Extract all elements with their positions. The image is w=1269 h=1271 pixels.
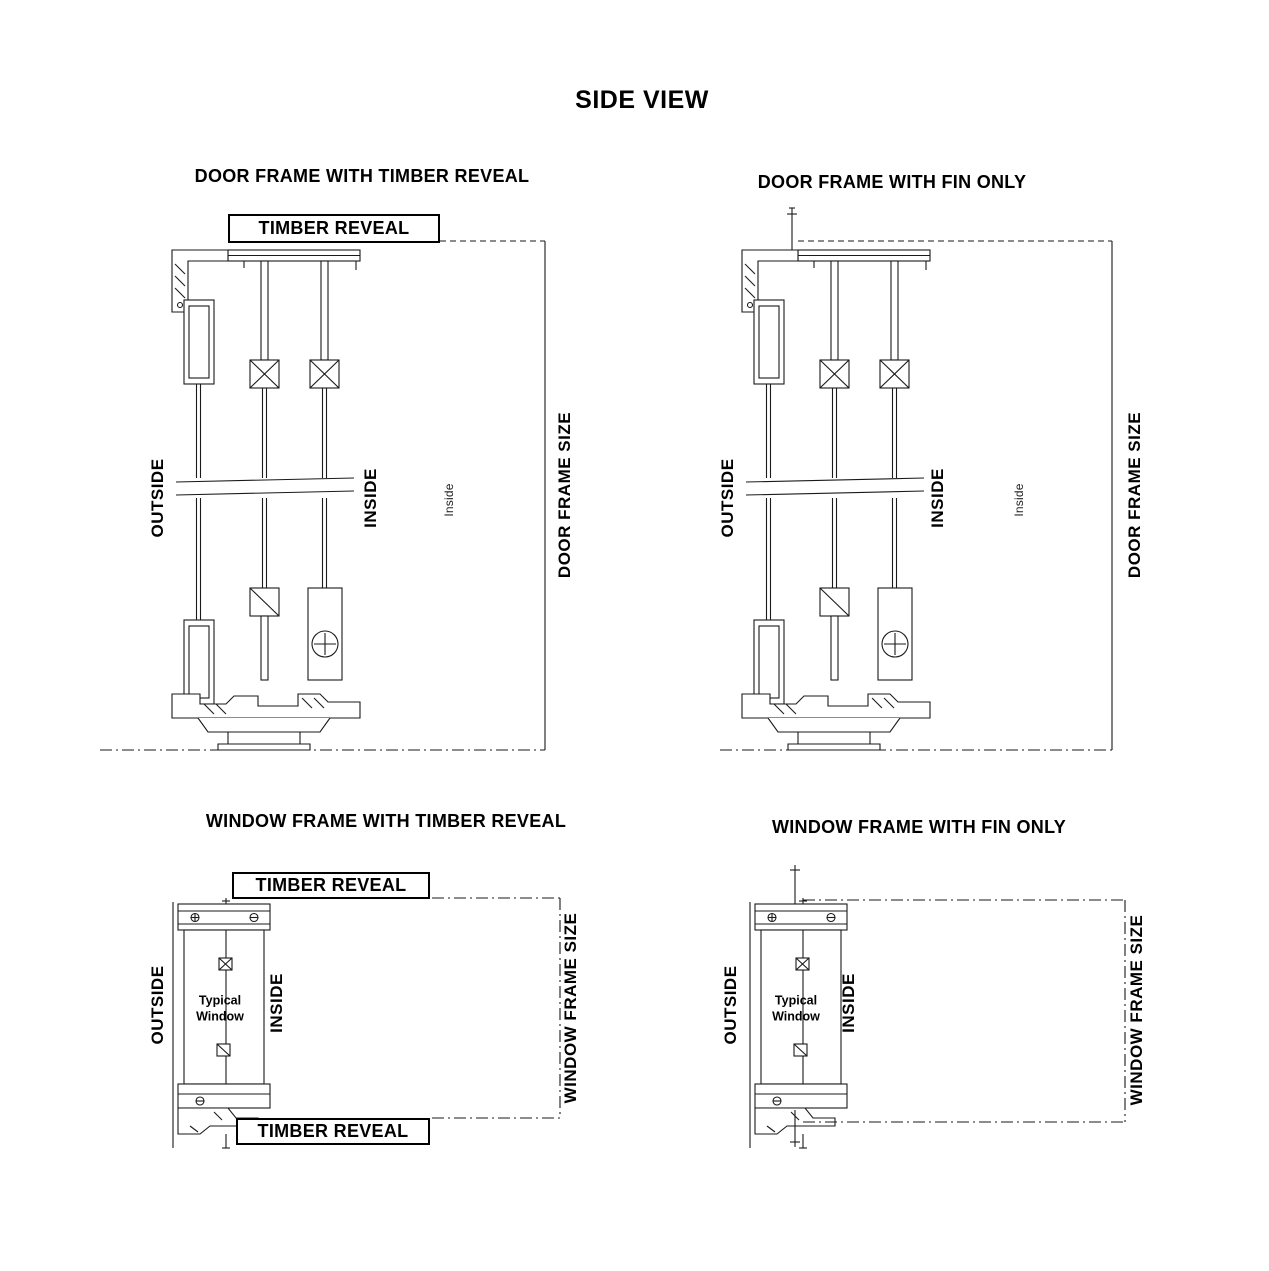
fin-detail <box>787 207 797 250</box>
door-cross-section <box>171 249 361 751</box>
window-timber-dimension-lines <box>432 897 561 1119</box>
window-fin-dimension-lines <box>803 899 1126 1123</box>
window-timber-title: WINDOW FRAME WITH TIMBER REVEAL <box>205 811 567 831</box>
window-fin-title: WINDOW FRAME WITH FIN ONLY <box>771 817 1067 837</box>
typical-window-label: Typical Window <box>196 993 244 1023</box>
door-timber-dimension-label: DOOR FRAME SIZE <box>555 411 574 579</box>
window-timber-inside-label: INSIDE <box>267 973 286 1033</box>
door-timber-inside-small-label: Inside <box>442 483 456 517</box>
door-timber-inside-label: INSIDE <box>361 468 380 528</box>
door-fin-title: DOOR FRAME WITH FIN ONLY <box>757 172 1027 192</box>
door-timber-title: DOOR FRAME WITH TIMBER REVEAL <box>194 166 530 186</box>
door-timber-dimension-lines <box>100 240 546 751</box>
fin-detail <box>790 865 800 1147</box>
window-timber-outside-label: OUTSIDE <box>148 965 167 1045</box>
page-title: SIDE VIEW <box>575 86 709 114</box>
window-fin-inside-label: INSIDE <box>839 973 858 1033</box>
door-fin-section-drawing <box>720 207 1113 751</box>
timber-reveal-top-callout: TIMBER REVEAL <box>232 872 430 899</box>
window-timber-section-drawing <box>172 897 561 1149</box>
window-timber-dimension-label: WINDOW FRAME SIZE <box>561 912 580 1104</box>
timber-reveal-bottom-callout: TIMBER REVEAL <box>236 1118 430 1145</box>
door-fin-outside-label: OUTSIDE <box>718 458 737 538</box>
typical-window-label: Typical Window <box>772 993 820 1023</box>
door-fin-inside-small-label: Inside <box>1012 483 1026 517</box>
door-timber-outside-label: OUTSIDE <box>148 458 167 538</box>
door-fin-dimension-label: DOOR FRAME SIZE <box>1125 411 1144 579</box>
door-fin-dimension-lines <box>720 240 1113 751</box>
door-fin-inside-label: INSIDE <box>928 468 947 528</box>
window-fin-section-drawing <box>749 865 1126 1149</box>
timber-reveal-callout: TIMBER REVEAL <box>228 214 440 243</box>
door-cross-section <box>741 249 931 751</box>
window-fin-outside-label: OUTSIDE <box>721 965 740 1045</box>
window-fin-dimension-label: WINDOW FRAME SIZE <box>1127 914 1146 1106</box>
door-timber-section-drawing <box>100 240 546 751</box>
